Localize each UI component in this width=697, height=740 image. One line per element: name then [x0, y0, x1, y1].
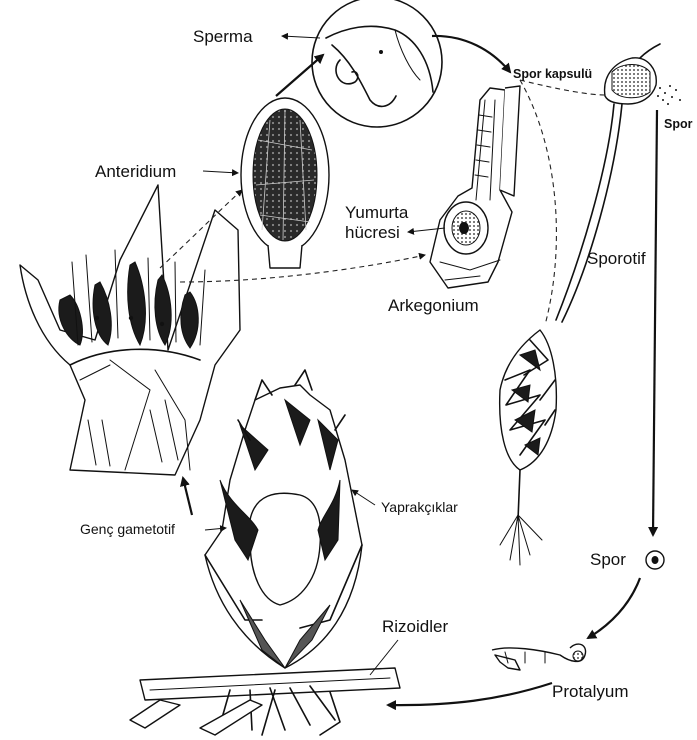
arrow-young-to-mature — [183, 478, 192, 515]
pointer-sperma — [282, 36, 320, 38]
label-protalyum: Protalyum — [552, 682, 629, 701]
arkegonium-organ — [430, 86, 520, 288]
spore — [646, 551, 664, 569]
label-spor-kapsulu: Spor kapsulü — [513, 67, 592, 81]
spore-capsule — [605, 44, 681, 105]
dashed-capsule-to-capsule — [520, 80, 605, 95]
label-sperma: Sperma — [193, 27, 253, 46]
label-rizoidler: Rizoidler — [382, 617, 448, 636]
rhizoid-rod — [130, 668, 400, 735]
label-genc-gametotif: Genç gametotif — [80, 521, 175, 537]
arrow-spore-to-protalyum — [588, 578, 640, 638]
label-arkegonium: Arkegonium — [388, 296, 479, 315]
anteridium-organ — [241, 98, 329, 268]
arrow-protalyum-to-rhizoid — [388, 683, 552, 705]
label-yumurta-line1: Yumurta — [345, 203, 409, 222]
arrow-capsule-to-spore — [653, 110, 657, 535]
label-yaprakciklar: Yaprakçıklar — [381, 499, 458, 515]
arrow-anteridium-to-sperm — [276, 55, 323, 96]
label-spor: Spor — [590, 550, 626, 569]
gametophyte-with-sporophyte — [500, 330, 557, 565]
sporophyte-stalk — [556, 104, 622, 322]
label-anteridium: Anteridium — [95, 162, 176, 181]
pointer-anteridium — [203, 171, 238, 173]
arrow-sperm-to-capsule — [432, 36, 510, 72]
pointer-yaprakciklar — [352, 490, 375, 505]
gametophyte-cross-section — [20, 185, 240, 475]
label-spor-top: Spor — [664, 117, 693, 131]
sperm-circle — [312, 0, 442, 127]
protonema — [492, 644, 586, 670]
label-yumurta-line2: hücresi — [345, 223, 400, 242]
young-gametophyte — [205, 370, 362, 668]
dashed-capsule-to-sporophyte — [520, 80, 556, 325]
label-sporotif: Sporotif — [587, 249, 646, 268]
